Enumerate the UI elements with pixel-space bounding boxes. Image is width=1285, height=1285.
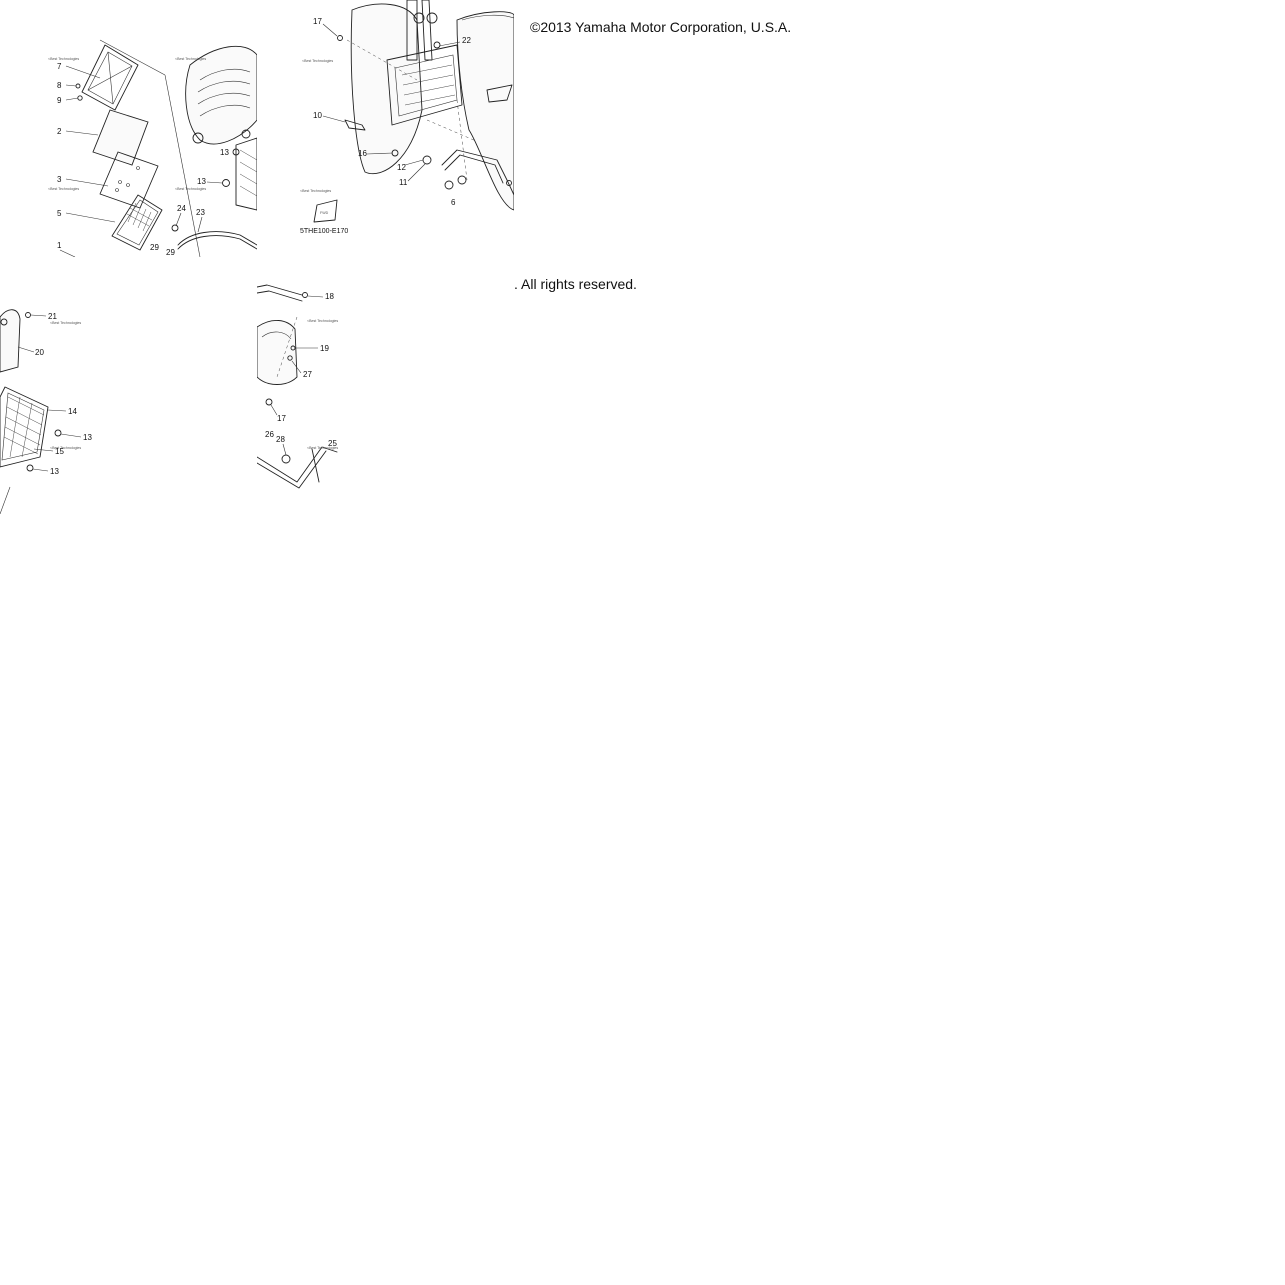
front-grill-drawing: <Best Technologies <Best Technologies 21… <box>0 309 92 514</box>
svg-text:19: 19 <box>320 344 329 353</box>
svg-text:<Best Technologies: <Best Technologies <box>175 57 206 61</box>
svg-text:1: 1 <box>57 241 62 250</box>
callout-labels: 7 8 9 2 3 5 1 24 23 29 29 13 13 <box>57 62 229 257</box>
note-text: <Best Technologies <box>302 59 333 63</box>
note-text: <Best Technologies <box>50 446 81 450</box>
note-text: <Best Technologies <box>307 319 338 323</box>
svg-text:17: 17 <box>277 414 286 423</box>
svg-text:18: 18 <box>325 292 334 301</box>
svg-text:29: 29 <box>150 243 159 252</box>
note-text: <Best Technologies <box>300 189 331 193</box>
svg-text:13: 13 <box>220 148 229 157</box>
svg-text:23: 23 <box>196 208 205 217</box>
svg-text:16: 16 <box>358 149 367 158</box>
svg-text:28: 28 <box>276 435 285 444</box>
note-text: <Best Technologies <box>50 321 81 325</box>
svg-text:2: 2 <box>57 127 62 136</box>
svg-text:12: 12 <box>397 163 406 172</box>
svg-text:3: 3 <box>57 175 62 184</box>
svg-text:22: 22 <box>462 36 471 45</box>
diagram-tile-rear-fender: <Best Technologies <Best Technologies 18… <box>257 257 514 514</box>
callout-labels: 17 22 10 16 12 11 6 <box>313 17 471 207</box>
svg-text:<Best Technologies: <Best Technologies <box>175 187 206 191</box>
svg-text:11: 11 <box>399 178 408 187</box>
svg-text:<Best Technologies: <Best Technologies <box>48 187 79 191</box>
svg-text:29: 29 <box>166 248 175 257</box>
svg-text:15: 15 <box>55 447 64 456</box>
svg-text:27: 27 <box>303 370 312 379</box>
diagram-tile-fender-frame: FWD <Best Technologies <Best Technologie… <box>257 0 514 257</box>
fwd-label: FWD <box>320 211 329 215</box>
copyright-text: ©2013 Yamaha Motor Corporation, U.S.A. <box>530 19 792 35</box>
svg-text:25: 25 <box>328 439 337 448</box>
drawing-code: 5THE100-E170 <box>300 228 348 235</box>
svg-text:21: 21 <box>48 312 57 321</box>
svg-text:14: 14 <box>68 407 77 416</box>
svg-text:24: 24 <box>177 204 186 213</box>
diagram-tile-seat-rack: <Best Technologies <Best Technologies <B… <box>0 0 257 257</box>
seat-rack-drawing: <Best Technologies <Best Technologies <B… <box>48 39 257 257</box>
rear-fender-drawing: <Best Technologies <Best Technologies 18… <box>257 284 338 489</box>
svg-text:20: 20 <box>35 348 44 357</box>
svg-text:10: 10 <box>313 111 322 120</box>
note-text: <Best Technologies <box>307 446 338 450</box>
callout-labels: 18 19 27 17 26 28 25 <box>265 292 337 448</box>
svg-text:9: 9 <box>57 96 62 105</box>
note-text-block: <Best Technologies <Best Technologies <B… <box>48 57 206 191</box>
svg-text:13: 13 <box>83 433 92 442</box>
svg-text:13: 13 <box>197 177 206 186</box>
svg-text:6: 6 <box>451 198 456 207</box>
svg-text:17: 17 <box>313 17 322 26</box>
svg-text:<Best Technologies: <Best Technologies <box>48 57 79 61</box>
diagram-tile-front-grill: <Best Technologies <Best Technologies 21… <box>0 257 257 514</box>
svg-text:13: 13 <box>50 467 59 476</box>
fender-frame-drawing: FWD <Best Technologies <Best Technologie… <box>300 0 514 235</box>
svg-text:26: 26 <box>265 430 274 439</box>
fwd-arrow-icon <box>313 199 338 223</box>
callout-labels: 21 20 14 13 15 13 <box>35 312 92 476</box>
svg-text:7: 7 <box>57 62 62 71</box>
svg-text:5: 5 <box>57 209 62 218</box>
rights-reserved-text: . All rights reserved. <box>514 276 637 292</box>
svg-text:8: 8 <box>57 81 62 90</box>
